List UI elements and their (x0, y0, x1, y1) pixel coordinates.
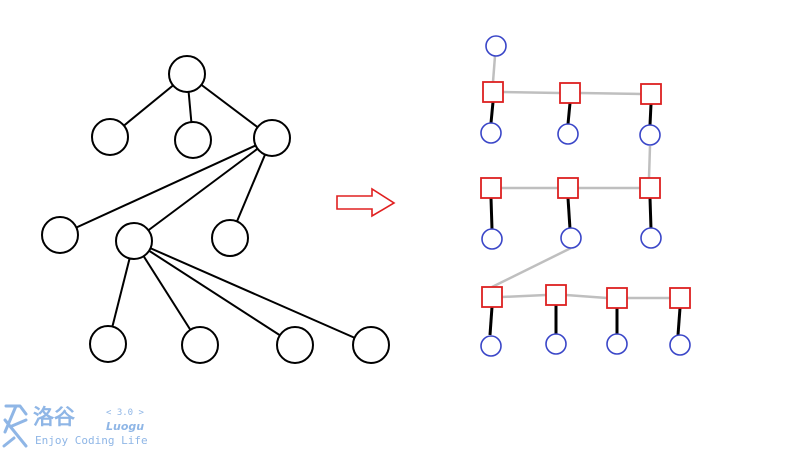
gray-link (579, 91, 642, 96)
watermark-brand-cn: 洛谷 (33, 405, 76, 429)
circle-node (480, 335, 502, 357)
tree-nodes (41, 55, 390, 364)
black-link (489, 197, 494, 230)
square-nodes (480, 81, 691, 309)
square-node (545, 284, 567, 306)
tree-edge (133, 240, 201, 346)
tree-edge (133, 240, 372, 346)
black-links (488, 101, 682, 336)
black-link (489, 101, 495, 124)
tree-node (89, 325, 127, 363)
circle-node (545, 333, 567, 355)
black-link (488, 306, 494, 336)
square-node (669, 287, 691, 309)
tree-node (211, 219, 249, 257)
square-node (482, 81, 504, 103)
tree-node (91, 118, 129, 156)
circle-node (480, 122, 502, 144)
circle-node (639, 124, 661, 146)
gray-link (647, 145, 652, 179)
tree-node (276, 326, 314, 364)
circle-node (557, 123, 579, 145)
tree-node (115, 222, 153, 260)
tree-edge (133, 240, 296, 346)
circle-node (640, 227, 662, 249)
circle-node (481, 228, 503, 250)
tree-edges (59, 73, 372, 346)
watermark-slogan: Enjoy Coding Life (35, 434, 148, 447)
square-node (481, 286, 503, 308)
watermark-brand-en: Luogu (106, 420, 144, 433)
tree-edge (59, 137, 273, 236)
square-node (480, 177, 502, 199)
gray-link (491, 55, 497, 83)
transform-arrow-icon (336, 187, 396, 218)
gray-link (501, 293, 547, 299)
tree-node (253, 119, 291, 157)
square-node (606, 287, 628, 309)
circle-nodes (480, 35, 691, 357)
gray-links (491, 55, 670, 300)
square-node (639, 177, 661, 199)
gray-link (502, 90, 561, 95)
luogu-logo-icon (2, 404, 28, 448)
black-link (648, 103, 653, 126)
circle-node (485, 35, 507, 57)
square-node (559, 82, 581, 104)
black-link (566, 197, 572, 230)
gray-link (491, 246, 572, 289)
tree-node (41, 216, 79, 254)
transformed-structure (480, 35, 691, 357)
gray-link (565, 293, 608, 300)
original-tree (41, 55, 390, 364)
square-node (557, 177, 579, 199)
tree-node (168, 55, 206, 93)
black-link (566, 102, 572, 125)
circle-node (560, 227, 582, 249)
circle-node (606, 333, 628, 355)
watermark-version: < 3.0 > (106, 408, 145, 418)
square-node (640, 83, 662, 105)
black-link (676, 307, 682, 336)
tree-node (352, 326, 390, 364)
tree-edge (133, 137, 273, 242)
luogu-watermark: 洛谷 < 3.0 > Luogu Enjoy Coding Life (2, 404, 148, 448)
circle-node (669, 334, 691, 356)
tree-node (174, 121, 212, 159)
tree-node (181, 326, 219, 364)
black-link (648, 197, 653, 230)
